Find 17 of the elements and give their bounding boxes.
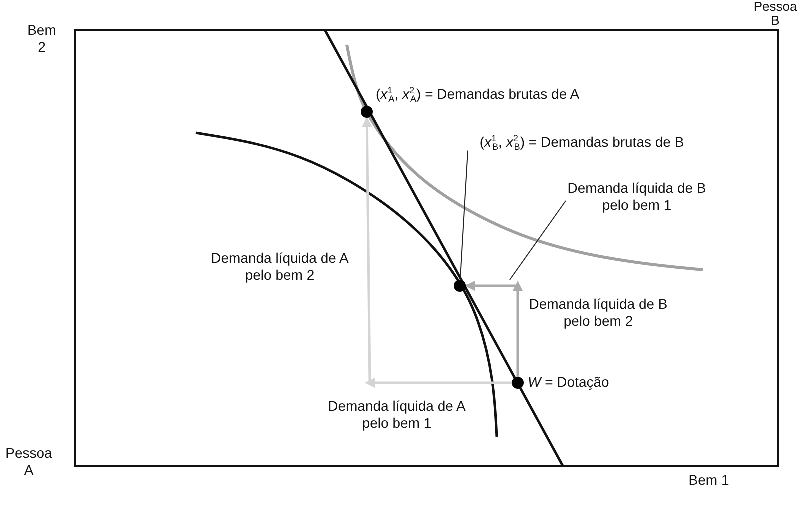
point-marker [361,106,373,118]
axis-label: Demanda líquida de B pelo bem 2 [528,296,669,330]
point-marker [512,377,524,389]
point-label: W = Dotação [528,374,610,391]
axis-label: Pessoa B [752,0,798,28]
axis-label: Demanda líquida de A pelo bem 2 [210,250,350,284]
point-label: (x$^{1}$$_{A}$, x$^{2}$$_{A}$) = Demandas brutas de A [376,86,581,103]
axis-label: Pessoa A [4,445,54,479]
annotation-text: Demanda líquida de B pelo bem 1 [566,180,708,214]
point-marker [454,280,466,292]
net-demand-arrow [466,281,523,377]
annotation-text: (x$^{1}$$_{B}$, x$^{2}$$_{B}$) = Demandas brutas de B [442,134,722,151]
axis-label: Bem 1 [688,472,730,489]
net-demand-arrow [362,118,512,388]
axis-label: Bem 2 [26,22,58,56]
axis-label: Demanda líquida de A pelo bem 1 [327,398,467,432]
leader-line [510,200,566,280]
